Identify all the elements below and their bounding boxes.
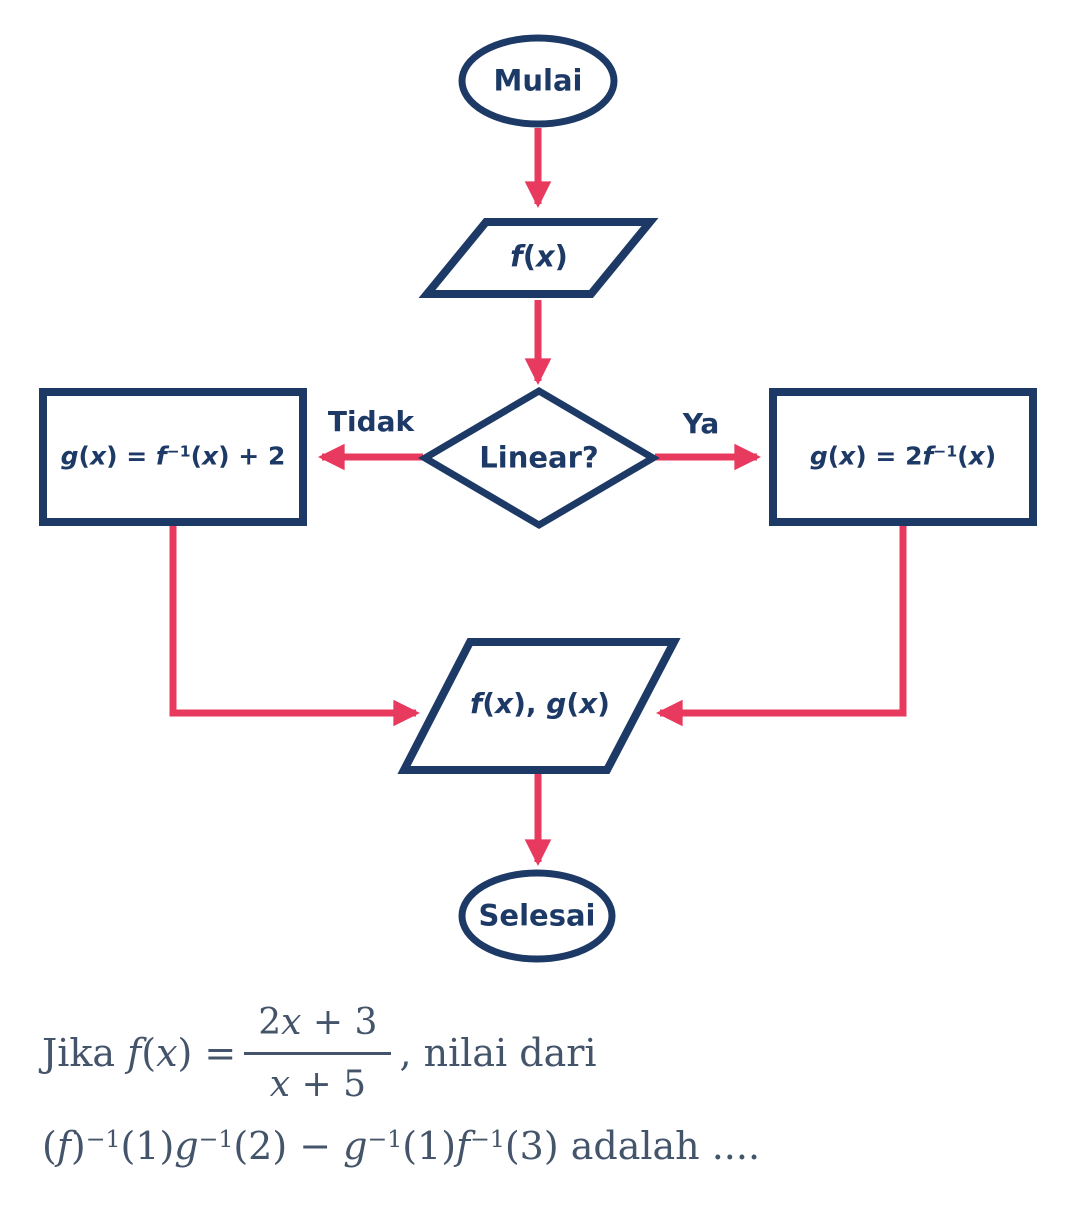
input-label: f(x) [510, 239, 568, 274]
question-line1-prefix: Jika f(x) = [42, 1030, 237, 1075]
fraction-numerator: 2x + 3 [244, 998, 392, 1055]
end-label: Selesai [478, 898, 596, 933]
arrow-process-yes-to-output [656, 524, 907, 727]
decision-diamond-shape [418, 386, 660, 530]
question-text: Jika f(x) = 2x + 3 x + 5 , nilai dari (f… [42, 998, 1042, 1171]
process-yes-label: g(x) = 2f−1(x) [809, 441, 997, 471]
fraction: 2x + 3 x + 5 [244, 998, 392, 1109]
branch-yes-label: Ya [682, 407, 720, 440]
decision-label: Linear? [479, 440, 599, 475]
arrow-process-no-to-output [169, 524, 420, 727]
process-no-label: g(x) = f−1(x) + 2 [60, 441, 286, 471]
output-label: f(x), g(x) [470, 687, 610, 720]
start-terminator-shape [458, 34, 618, 128]
output-parallelogram-shape [397, 638, 681, 774]
question-line-2: (f)−1(1)g−1(2) − g−1(1)f−1(3) adalah ...… [42, 1124, 761, 1168]
process-no-rect-shape [39, 388, 307, 526]
question-line-1: Jika f(x) = 2x + 3 x + 5 , nilai dari [42, 998, 1042, 1109]
fraction-denominator: x + 5 [269, 1064, 366, 1105]
question-line1-suffix: , nilai dari [399, 1030, 597, 1075]
process-yes-rect-shape [769, 388, 1037, 526]
start-label: Mulai [493, 63, 583, 98]
input-parallelogram-shape [418, 218, 659, 298]
flowchart-canvas [39, 34, 1037, 963]
end-terminator-shape [458, 869, 616, 963]
branch-no-label: Tidak [327, 405, 415, 438]
